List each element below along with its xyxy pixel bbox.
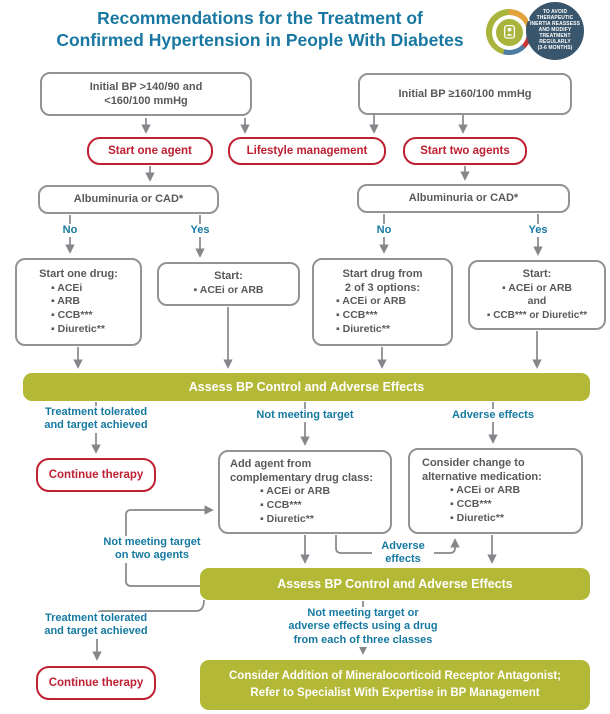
badge-line: INERTIA REASSESS [529, 21, 581, 28]
node-two-of-three: Start drug from 2 of 3 options: ACEi or … [312, 258, 453, 346]
node-albuminuria-left: Albuminuria or CAD* [38, 185, 219, 214]
drug-item: Diuretic** [450, 512, 520, 526]
node-add-agent: Add agent from complementary drug class:… [218, 450, 392, 534]
node-lifestyle-management: Lifestyle management [228, 137, 386, 165]
lifestyle-label: Lifestyle management [246, 145, 368, 157]
label-not-meeting-target: Not meeting target [240, 409, 370, 423]
assess-bar-1: Assess BP Control and Adverse Effects [23, 373, 590, 401]
tolerated1-line1: Treatment tolerated [44, 406, 148, 418]
bp-moderate-line1: Initial BP >140/90 and [89, 80, 203, 93]
page-title-line2: Confirmed Hypertension in People With Di… [56, 29, 464, 50]
not-meeting-two-line2: on two agents [115, 549, 189, 562]
three-classes-line2: adverse effects using a drug [288, 620, 438, 633]
assess-bar-2-label: Assess BP Control and Adverse Effects [277, 577, 513, 591]
drug-item: Diuretic** [260, 513, 330, 527]
node-start-one-drug: Start one drug: ACEi ARB CCB*** Diuretic… [15, 258, 142, 346]
drug-item: CCB*** [450, 498, 520, 512]
label-three-classes: Not meeting target or adverse effects us… [280, 607, 446, 648]
drug-item: ACEi or ARB [450, 484, 520, 498]
start-acei-title: Start: [214, 270, 243, 283]
badge-line: THERAPEUTIC [536, 15, 574, 22]
add-agent-title1: Add agent from [230, 457, 312, 470]
combo-conjunction: and [527, 295, 547, 308]
branch-no-right: No [370, 224, 398, 238]
node-start-acei-arb: Start: ACEi or ARB [157, 262, 300, 306]
albuminuria-right-label: Albuminuria or CAD* [408, 192, 519, 205]
badge-line: TREATMENT [539, 32, 571, 39]
start-one-agent-label: Start one agent [108, 145, 192, 157]
final-bar-line2: Refer to Specialist With Expertise in BP… [250, 687, 540, 699]
badge-line: (3-6 MONTHS) [537, 44, 573, 51]
drug-item: ACEi [51, 282, 140, 296]
three-classes-line1: Not meeting target or [307, 607, 419, 619]
branch-yes-left: Yes [183, 224, 217, 238]
node-continue-therapy-1: Continue therapy [36, 458, 156, 492]
drug-item: CCB*** or Diuretic** [487, 310, 587, 321]
drug-item: ACEi or ARB [260, 485, 330, 499]
label-not-meeting-two-agents: Not meeting target on two agents [92, 536, 212, 563]
start-two-agents-label: Start two agents [420, 145, 510, 157]
node-albuminuria-right: Albuminuria or CAD* [357, 184, 570, 213]
label-treatment-tolerated-1: Treatment tolerated and target achieved [36, 406, 156, 433]
start-one-drug-title: Start one drug: [39, 267, 118, 280]
tolerated1-line2: and target achieved [44, 419, 148, 432]
tolerated2-line2: and target achieved [44, 625, 148, 638]
continue-therapy-2-label: Continue therapy [48, 677, 144, 689]
therapeutic-inertia-icon [486, 9, 532, 55]
reassess-badge: TO AVOID THERAPEUTIC INERTIA REASSESS AN… [526, 2, 584, 60]
node-start-two-agents: Start two agents [403, 137, 527, 165]
node-continue-therapy-2: Continue therapy [36, 666, 156, 700]
adverse2-line2: effects [385, 553, 421, 566]
drug-item: ACEi or ARB [193, 284, 263, 296]
drug-item: ARB [51, 295, 140, 309]
branch-yes-right: Yes [521, 224, 555, 238]
drug-item: CCB*** [260, 499, 330, 513]
label-adverse-effects: Adverse effects [440, 409, 546, 423]
bp-severe-text: Initial BP ≥160/100 mmHg [398, 87, 532, 100]
person-icon [495, 18, 523, 46]
page-title: Recommendations for the Treatment of Con… [20, 8, 500, 52]
branch-no-left: No [56, 224, 84, 238]
not-meeting-two-line1: Not meeting target [103, 536, 201, 548]
page-title-line1: Recommendations for the Treatment of [97, 8, 423, 28]
adverse2-line1: Adverse [381, 540, 425, 552]
start-combo-title: Start: [522, 267, 552, 280]
add-agent-title2: complementary drug class: [230, 471, 374, 484]
icon-ring-gap [491, 14, 527, 50]
node-start-combo: Start: ACEi or ARB and CCB*** or Diureti… [468, 260, 606, 330]
consider-change-title1: Consider change to [422, 456, 525, 469]
continue-therapy-1-label: Continue therapy [48, 469, 144, 481]
tolerated2-line1: Treatment tolerated [44, 612, 148, 624]
final-bar-line1: Consider Addition of Mineralocorticoid R… [228, 670, 561, 683]
drug-item: CCB*** [51, 309, 140, 323]
drug-item: CCB*** [336, 309, 451, 323]
label-treatment-tolerated-2: Treatment tolerated and target achieved [36, 612, 156, 639]
two-of-three-title1: Start drug from [342, 267, 423, 280]
label-adverse-effects-2: Adverse effects [372, 540, 434, 567]
albuminuria-left-label: Albuminuria or CAD* [73, 193, 184, 206]
three-classes-line3: from each of three classes [293, 633, 433, 646]
badge-line: AND MODIFY [538, 27, 572, 34]
drug-item: ACEi or ARB [502, 282, 572, 294]
badge-line: REGULARLY [539, 38, 571, 45]
drug-item: Diuretic** [336, 323, 451, 337]
node-initial-bp-moderate: Initial BP >140/90 and <160/100 mmHg [40, 72, 252, 116]
badge-line: TO AVOID [542, 9, 568, 16]
node-initial-bp-severe: Initial BP ≥160/100 mmHg [358, 73, 572, 115]
node-start-one-agent: Start one agent [87, 137, 213, 165]
two-of-three-title2: 2 of 3 options: [344, 281, 421, 294]
assess-bar-2: Assess BP Control and Adverse Effects [200, 568, 590, 600]
drug-item: Diuretic** [51, 323, 140, 337]
final-recommendation-bar: Consider Addition of Mineralocorticoid R… [200, 660, 590, 710]
drug-item: ACEi or ARB [336, 295, 451, 309]
node-consider-change: Consider change to alternative medicatio… [408, 448, 583, 534]
consider-change-title2: alternative medication: [422, 470, 542, 483]
curved-arrow-icon [527, 4, 540, 22]
assess-bar-1-label: Assess BP Control and Adverse Effects [188, 380, 425, 394]
bp-moderate-line2: <160/100 mmHg [104, 95, 188, 107]
